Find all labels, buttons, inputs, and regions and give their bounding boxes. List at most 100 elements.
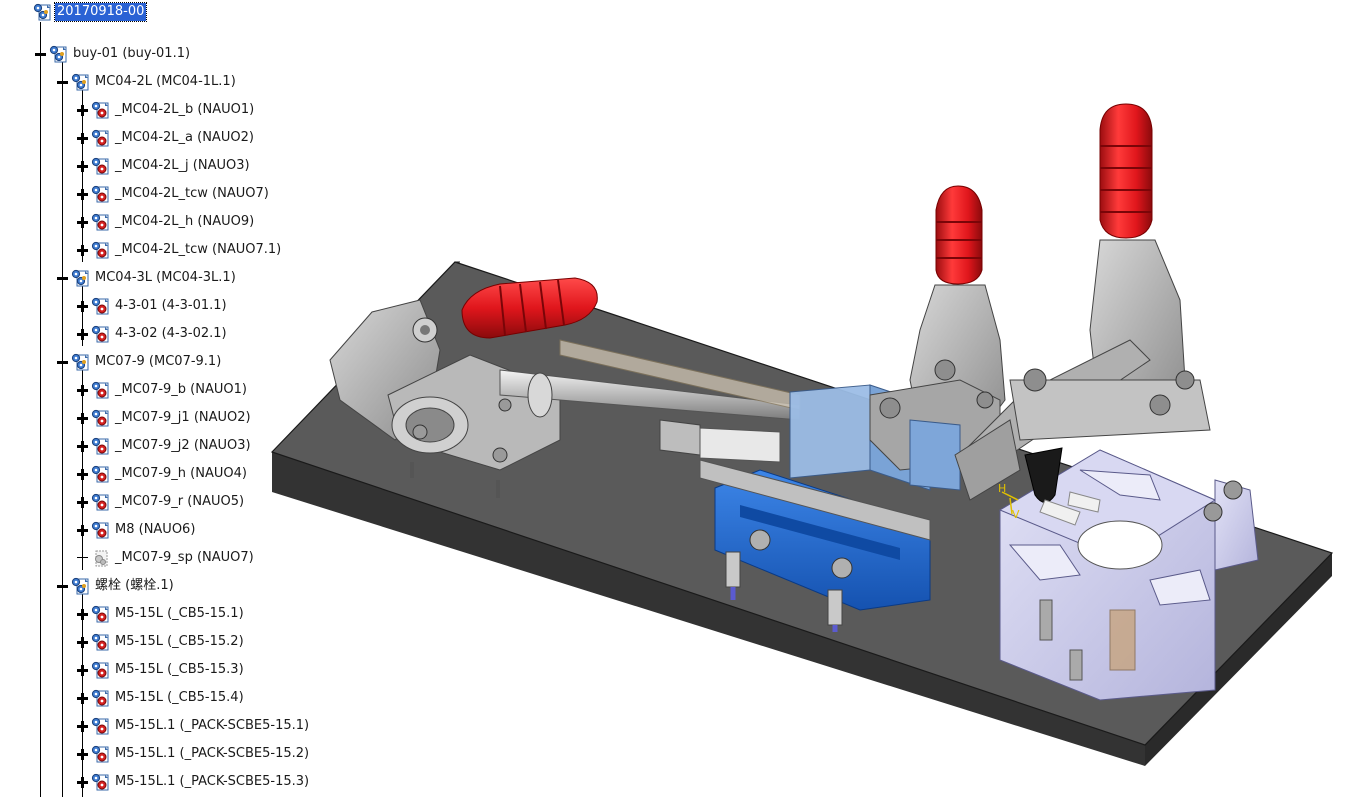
expand-plus-icon[interactable] — [77, 132, 88, 144]
collapse-minus-icon[interactable] — [57, 77, 68, 88]
tree-node-label: MC04-3L (MC04-3L.1) — [95, 270, 236, 285]
expand-plus-icon[interactable] — [77, 412, 88, 424]
expand-plus-icon[interactable] — [77, 104, 88, 116]
tree-node-mc07-9-r-nauo5[interactable]: _MC07-9_r (NAUO5) — [77, 492, 246, 512]
expand-plus-icon[interactable] — [77, 608, 88, 620]
tree-node-label: buy-01 (buy-01.1) — [73, 46, 191, 61]
tree-node-m5-15l-cb5-15-3[interactable]: M5-15L (_CB5-15.3) — [77, 660, 246, 680]
middle-vertical-clamp — [869, 185, 1006, 491]
tree-branch-line — [82, 88, 83, 262]
tree-node-m8-nauo6[interactable]: M8 (NAUO6) — [77, 520, 197, 540]
tree-node-m5-15l-cb5-15-2[interactable]: M5-15L (_CB5-15.2) — [77, 632, 246, 652]
compass-v-label: V — [1012, 508, 1020, 521]
part-icon — [91, 717, 110, 736]
tree-node-label: _MC07-9_j1 (NAUO2) — [115, 410, 251, 425]
tree-node-label: _MC04-2L_h (NAUO9) — [115, 214, 255, 229]
tree-node-label: MC07-9 (MC07-9.1) — [95, 354, 222, 369]
part-icon — [91, 605, 110, 624]
tree-node-label: 螺栓 (螺栓.1) — [95, 578, 174, 593]
part-icon — [91, 381, 110, 400]
tree-node-label: 4-3-01 (4-3-01.1) — [115, 298, 227, 313]
tree-node-label: _MC04-2L_b (NAUO1) — [115, 102, 255, 117]
part-icon — [91, 241, 110, 260]
tree-node-label: _MC04-2L_j (NAUO3) — [115, 158, 250, 173]
expand-plus-icon[interactable] — [77, 328, 88, 340]
expand-plus-icon[interactable] — [77, 300, 88, 312]
collapse-minus-icon[interactable] — [35, 49, 46, 60]
part-icon — [91, 773, 110, 792]
tree-node-m5-15l-cb5-15-4[interactable]: M5-15L (_CB5-15.4) — [77, 688, 246, 708]
tree-node-label: 4-3-02 (4-3-02.1) — [115, 326, 227, 341]
tree-node-m5-15l-1-pack-scbe5-15-1[interactable]: M5-15L.1 (_PACK-SCBE5-15.1) — [77, 716, 311, 736]
tree-node-buy-01-buy-01-1[interactable]: buy-01 (buy-01.1) — [35, 44, 192, 64]
expand-plus-icon[interactable] — [77, 776, 88, 788]
tree-node-mc04-2l-j-nauo3[interactable]: _MC04-2L_j (NAUO3) — [77, 156, 252, 176]
expand-plus-icon[interactable] — [77, 384, 88, 396]
tree-root-node[interactable]: 20170918-00 — [33, 2, 148, 22]
expand-plus-icon[interactable] — [77, 720, 88, 732]
part-icon — [91, 521, 110, 540]
expand-plus-icon[interactable] — [77, 636, 88, 648]
part-icon — [91, 745, 110, 764]
product-icon — [71, 353, 90, 372]
tree-node-label: _MC04-2L_a (NAUO2) — [115, 130, 254, 145]
tree-node-4-3-01-4-3-01-1[interactable]: 4-3-01 (4-3-01.1) — [77, 296, 229, 316]
tree-node-1[interactable]: 螺栓 (螺栓.1) — [57, 576, 176, 596]
left-clamp-red-handle — [461, 277, 598, 339]
tree-node-m5-15l-cb5-15-1[interactable]: M5-15L (_CB5-15.1) — [77, 604, 246, 624]
part-icon — [91, 129, 110, 148]
tree-branch-line — [82, 284, 83, 346]
tree-node-m5-15l-1-pack-scbe5-15-3[interactable]: M5-15L.1 (_PACK-SCBE5-15.3) — [77, 772, 311, 792]
collapse-minus-icon[interactable] — [57, 273, 68, 284]
product-icon — [33, 3, 52, 22]
middle-clamp-red-handle — [935, 185, 983, 285]
tree-node-4-3-02-4-3-02-1[interactable]: 4-3-02 (4-3-02.1) — [77, 324, 229, 344]
expand-plus-icon[interactable] — [77, 748, 88, 760]
expand-plus-icon[interactable] — [77, 524, 88, 536]
expand-plus-icon[interactable] — [77, 440, 88, 452]
tree-node-mc04-2l-mc04-1l-1[interactable]: MC04-2L (MC04-1L.1) — [57, 72, 238, 92]
left-toggle-clamp — [329, 277, 801, 498]
tree-node-mc04-2l-b-nauo1[interactable]: _MC04-2L_b (NAUO1) — [77, 100, 256, 120]
part-icon — [91, 493, 110, 512]
tree-node-mc04-2l-h-nauo9[interactable]: _MC04-2L_h (NAUO9) — [77, 212, 256, 232]
tree-node-label: _MC07-9_h (NAUO4) — [115, 466, 247, 481]
hidden-part-icon — [91, 549, 110, 568]
tree-node-mc07-9-b-nauo1[interactable]: _MC07-9_b (NAUO1) — [77, 380, 249, 400]
tree-node-mc04-2l-tcw-nauo7-1[interactable]: _MC04-2L_tcw (NAUO7.1) — [77, 240, 283, 260]
part-icon — [91, 409, 110, 428]
tree-node-mc04-2l-a-nauo2[interactable]: _MC04-2L_a (NAUO2) — [77, 128, 256, 148]
tree-node-mc07-9-mc07-9-1[interactable]: MC07-9 (MC07-9.1) — [57, 352, 223, 372]
tree-node-label: MC04-2L (MC04-1L.1) — [95, 74, 236, 89]
part-icon — [91, 157, 110, 176]
part-icon — [91, 465, 110, 484]
expand-plus-icon[interactable] — [77, 664, 88, 676]
tree-node-mc07-9-h-nauo4[interactable]: _MC07-9_h (NAUO4) — [77, 464, 249, 484]
expand-plus-icon[interactable] — [77, 496, 88, 508]
tree-node-label: M8 (NAUO6) — [115, 522, 196, 537]
expand-plus-icon[interactable] — [77, 216, 88, 228]
product-icon — [49, 45, 68, 64]
tree-node-mc04-3l-mc04-3l-1[interactable]: MC04-3L (MC04-3L.1) — [57, 268, 238, 288]
expand-plus-icon[interactable] — [77, 188, 88, 200]
compass-indicator: H V — [998, 482, 1020, 521]
tree-node-mc07-9-j2-nauo3[interactable]: _MC07-9_j2 (NAUO3) — [77, 436, 253, 456]
product-icon — [71, 73, 90, 92]
tree-node-mc07-9-sp-nauo7[interactable]: _MC07-9_sp (NAUO7) — [77, 548, 256, 568]
tree-node-mc07-9-j1-nauo2[interactable]: _MC07-9_j1 (NAUO2) — [77, 408, 253, 428]
expand-plus-icon[interactable] — [77, 468, 88, 480]
tree-node-label: M5-15L (_CB5-15.1) — [115, 606, 244, 621]
part-icon — [91, 213, 110, 232]
tree-node-label: M5-15L.1 (_PACK-SCBE5-15.3) — [115, 774, 310, 789]
expand-plus-icon[interactable] — [77, 160, 88, 172]
product-icon — [71, 577, 90, 596]
collapse-minus-icon[interactable] — [57, 357, 68, 368]
collapse-minus-icon[interactable] — [57, 581, 68, 592]
expand-plus-icon[interactable] — [77, 692, 88, 704]
tree-node-label: M5-15L (_CB5-15.3) — [115, 662, 244, 677]
expand-plus-icon[interactable] — [77, 244, 88, 256]
tree-node-mc04-2l-tcw-nauo7[interactable]: _MC04-2L_tcw (NAUO7) — [77, 184, 271, 204]
tree-node-m5-15l-1-pack-scbe5-15-2[interactable]: M5-15L.1 (_PACK-SCBE5-15.2) — [77, 744, 311, 764]
